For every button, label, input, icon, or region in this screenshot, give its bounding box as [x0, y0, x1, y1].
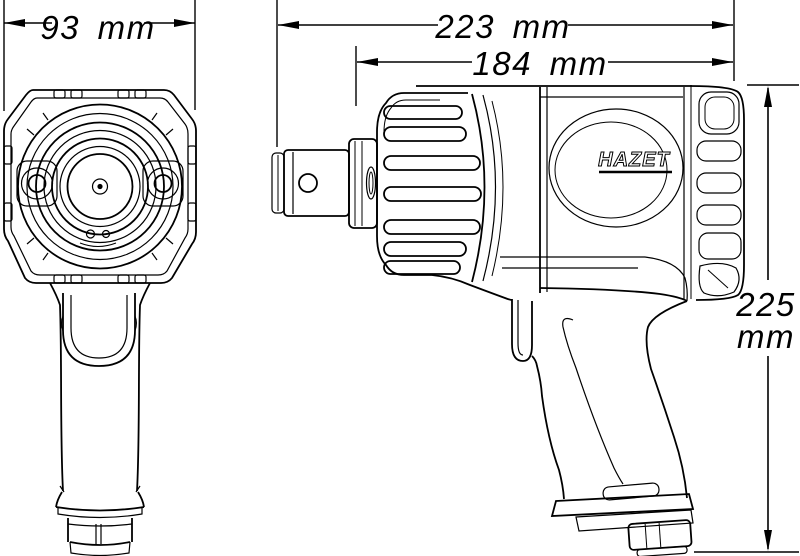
dimension-total-length: 223 mm [276, 0, 735, 147]
hazet-logo: HAZET [598, 149, 670, 171]
detent-hole [298, 173, 318, 193]
trigger-side [511, 299, 533, 362]
side-view: HAZET [271, 85, 745, 556]
air-inlet-side [627, 519, 693, 556]
front-flange [348, 138, 378, 229]
dimension-height: 225 mm [694, 84, 799, 553]
front-handle [49, 282, 151, 556]
left-lug [16, 160, 58, 207]
arrowhead-up-icon [764, 86, 772, 107]
arrowhead-left-icon [4, 19, 25, 27]
front-view [3, 89, 197, 556]
rear-cap [683, 85, 745, 301]
anvil-center [91, 178, 109, 195]
center-dot [97, 183, 103, 190]
housing-inner-contour [10, 97, 189, 276]
air-inlet-front [67, 518, 133, 556]
trigger-front [62, 293, 136, 367]
bumper-notches [3, 89, 197, 284]
dimension-partial-length: 184 mm [355, 45, 733, 106]
badge-ellipse-inner [554, 121, 668, 219]
arrowhead-down-icon [764, 530, 772, 551]
rear-vent-slots [696, 140, 742, 226]
arrowhead-right-icon [712, 21, 733, 29]
housing-outline [3, 89, 197, 284]
arrowhead-left-icon [278, 21, 299, 29]
dimension-height-value: 225 [735, 286, 796, 323]
square-drive-anvil [271, 149, 350, 217]
motor-body: HAZET [416, 85, 692, 302]
arrowhead-right-icon [712, 58, 733, 66]
pistol-grip [511, 299, 695, 532]
dimension-front-width-label: 93 mm [40, 9, 155, 46]
detail-holes [79, 229, 117, 247]
arrowhead-left-icon [357, 58, 378, 66]
dimension-height-unit: mm [737, 318, 795, 355]
castellation-ticks [26, 112, 174, 261]
hammer-case-side [376, 92, 513, 301]
right-lug [142, 160, 184, 207]
dimension-total-length-label: 223 mm [434, 8, 570, 45]
arrowhead-right-icon [174, 19, 195, 27]
cooling-fins [383, 105, 482, 275]
dimension-partial-length-label: 184 mm [472, 45, 607, 82]
hammer-case-rings [17, 103, 183, 270]
badge-ellipse [548, 108, 684, 228]
dimension-front-width: 93 mm [3, 0, 196, 111]
